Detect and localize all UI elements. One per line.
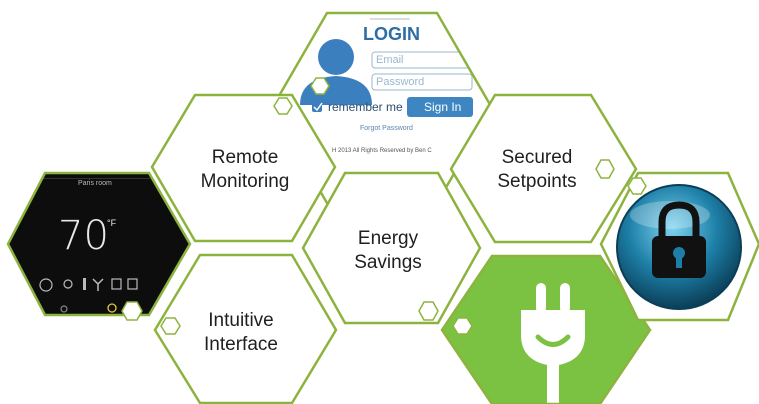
plug-icon [521,283,585,404]
small-hexagon [452,317,473,335]
grid-icon [127,278,138,290]
secured-setpoints-hexagon [449,93,638,244]
fan-icon [92,278,104,291]
password-field-box [371,73,473,91]
small-hexagon [310,77,330,95]
thermostat-temperature: 70 [58,213,109,259]
user-avatar-icon [318,39,354,75]
intuitive-interface-label: Intuitive Interface [186,309,296,357]
small-hexagon [160,317,181,335]
small-hexagon [121,301,143,321]
plug-hexagon [440,254,652,404]
copyright-text: H 2013 All Rights Reserved by Ben C [332,148,432,154]
secured-line1: Secured [501,147,573,168]
thermostat-hexagon [6,171,192,317]
secured-line2: Setpoints [497,171,577,192]
intuitive-line1: Intuitive [208,310,274,331]
location-icon [60,305,68,313]
signin-button-bg [407,97,473,117]
energy-line1: Energy [357,228,419,249]
bulb-icon [107,303,117,313]
secured-setpoints-label: Secured Setpoints [482,146,592,194]
remember-checkbox [312,102,322,112]
padlock-icon [652,201,706,278]
calendar-icon [111,278,122,290]
small-hexagon [418,301,439,321]
forgot-password-link[interactable]: Forgot Password [360,125,413,132]
remote-monitoring-hexagon [150,93,337,243]
sign-in-button[interactable]: Sign In [424,100,462,114]
sun-icon [63,279,73,289]
thermometer-icon [83,278,86,290]
energy-line2: Savings [354,252,422,273]
home-icon [39,278,53,292]
energy-savings-hexagon [301,171,482,325]
lock-hexagon [599,171,759,322]
thermostat-room-label: Paris room [78,180,112,187]
remember-me-label[interactable]: remember me [328,100,403,114]
login-title: LOGIN [363,24,420,44]
remote-line2: Monitoring [200,171,290,192]
intuitive-interface-hexagon [153,253,338,404]
email-field[interactable]: Email [376,54,404,66]
thermostat-unit: °F [107,218,117,228]
remote-line1: Remote [211,147,279,168]
remote-monitoring-label: Remote Monitoring [185,146,305,194]
password-field[interactable]: Password [376,76,425,88]
small-hexagon [273,97,293,115]
small-hexagon [595,159,615,179]
intuitive-line2: Interface [204,334,278,355]
energy-savings-label: Energy Savings [333,227,443,275]
small-hexagon [627,177,647,195]
